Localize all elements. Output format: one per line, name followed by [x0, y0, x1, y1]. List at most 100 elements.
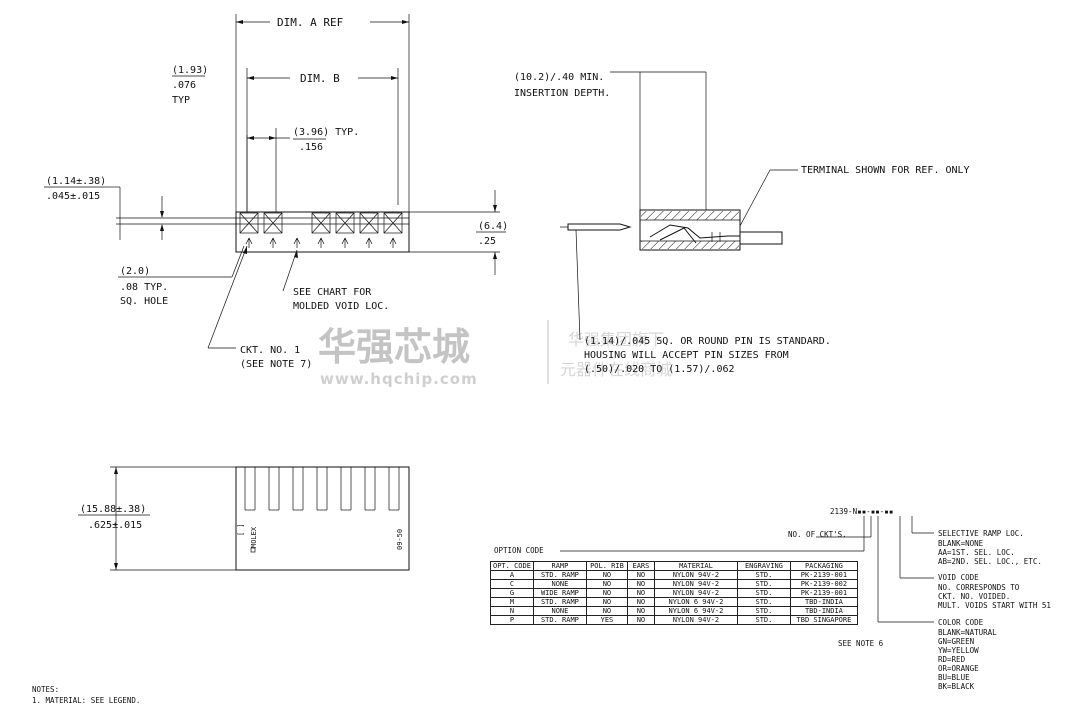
cell: NO [585, 606, 628, 616]
cell: STD. [736, 615, 791, 625]
cell: STD. RAMP [532, 570, 587, 580]
cell: N [490, 606, 534, 616]
ramp-title: SELECTIVE RAMP LOC. [938, 529, 1024, 538]
see-note-6: SEE NOTE 6 [838, 639, 884, 648]
cell: NO [585, 597, 628, 607]
color-item-6: BK=BLACK [938, 682, 975, 691]
void-item-1: CKT. NO. VOIDED. [938, 592, 1010, 601]
mark-code: 09-50 [396, 529, 404, 550]
watermark-url: www.hqchip.com [320, 370, 478, 388]
cell: PK-2139-001 [789, 570, 858, 580]
void-title: VOID CODE [938, 573, 979, 582]
section-view: (10.2)/.40 MIN. INSERTION DEPTH. TERMINA… [514, 71, 970, 375]
cell: YES [585, 615, 628, 625]
cell: NYLON 6 94V-2 [653, 597, 738, 607]
col-opt-code: OPT. CODE [490, 561, 534, 571]
contact-cells [239, 212, 403, 248]
cell: NO [626, 615, 655, 625]
cell: NYLON 6 94V-2 [653, 606, 738, 616]
option-table-header: OPT. CODE RAMP POL. RIB EARS MATERIAL EN… [490, 561, 858, 571]
cell: A [490, 570, 534, 580]
cell: STD. [736, 570, 791, 580]
side-view: [ ] MOLEX 09-50 (15.88±.38) .625±.015 [78, 466, 410, 571]
color-item-1: GN=GREEN [938, 637, 974, 646]
pin-note-1: (1.14)/.045 SQ. OR ROUND PIN IS STANDARD… [584, 336, 831, 347]
hole-in: .08 TYP. [120, 282, 168, 293]
dim-b-label: DIM. B [300, 72, 340, 85]
ckt-note-2: (SEE NOTE 7) [240, 359, 312, 370]
pin-note-2: HOUSING WILL ACCEPT PIN SIZES FROM [584, 350, 789, 361]
height-mm: (6.4) [478, 221, 508, 232]
watermark-cn-main: 华强芯城 [318, 325, 470, 369]
ramp-item-2: AB=2ND. SEL. LOC., ETC. [938, 557, 1042, 566]
pitch-in: .076 [172, 80, 196, 91]
color-item-5: BU=BLUE [938, 673, 970, 682]
cell: NO [626, 570, 655, 580]
cell: NONE [532, 606, 587, 616]
cell: M [490, 597, 534, 607]
dim-a-label: DIM. A REF [277, 16, 343, 29]
cell: STD. [736, 588, 791, 598]
cell: STD. RAMP [532, 597, 587, 607]
col-engraving: ENGRAVING [736, 561, 791, 571]
cell: NO [626, 588, 655, 598]
terminal-note: TERMINAL SHOWN FOR REF. ONLY [801, 165, 970, 176]
front-view: DIM. A REF DIM. B (1.93) .076 TYP (3.96)… [44, 14, 508, 370]
pin-note-3: (.50)/.020 TO (1.57)/.062 [584, 364, 735, 375]
cell: PK-2139-002 [789, 579, 858, 589]
cell: NYLON 94V-2 [653, 615, 738, 625]
cell: NYLON 94V-2 [653, 570, 738, 580]
ckt-note-1: CKT. NO. 1 [240, 345, 300, 356]
cell: NO [626, 606, 655, 616]
cell: STD. [736, 597, 791, 607]
hole-label: SQ. HOLE [120, 296, 168, 307]
col-packaging: PACKAGING [789, 561, 858, 571]
watermark-cn-sub-2: 元器件在线商城 [560, 360, 672, 379]
ramp-item-0: BLANK=NONE [938, 539, 984, 548]
insertion-depth-1: (10.2)/.40 MIN. [514, 72, 604, 83]
color-item-2: YW=YELLOW [938, 646, 979, 655]
cell: NYLON 94V-2 [653, 579, 738, 589]
part-code-legend: 2139-N▪▪-▪▪-▪▪ NO. OF CKT'S. OPTION CODE… [494, 507, 1051, 691]
cell: STD. [736, 606, 791, 616]
color-item-3: RD=RED [938, 655, 966, 664]
color-item-4: OR=ORANGE [938, 664, 979, 673]
col-pol-rib: POL. RIB [585, 561, 628, 571]
length-mm: (15.88±.38) [80, 504, 146, 515]
ramp-item-1: AA=1ST. SEL. LOC. [938, 548, 1015, 557]
cell: C [490, 579, 534, 589]
cell: TBD-INDIA [789, 597, 858, 607]
pitch-mm: (1.93) [172, 65, 208, 76]
notes-title: NOTES: [32, 685, 59, 694]
void-item-0: NO. CORRESPONDS TO [938, 583, 1020, 592]
part-code: 2139-N▪▪-▪▪-▪▪ [830, 507, 893, 516]
col-ears: EARS [626, 561, 655, 571]
cell: NO [585, 570, 628, 580]
note-item-1: 1. MATERIAL: SEE LEGEND. [32, 696, 140, 705]
cell: STD. RAMP [532, 615, 587, 625]
watermark: 华强芯城 www.hqchip.com 华强集团旗下 元器件在线商城 [318, 320, 672, 388]
cell: NYLON 94V-2 [653, 588, 738, 598]
option-code-label: OPTION CODE [494, 546, 544, 555]
mark-molex: MOLEX [250, 526, 258, 548]
flange-mm: (1.14±.38) [46, 176, 106, 187]
void-note-1: SEE CHART FOR [293, 287, 372, 298]
height-in: .25 [478, 236, 496, 247]
mark-c: [ ] [237, 523, 245, 536]
cell: STD. [736, 579, 791, 589]
pin-pitch-mm: (3.96) TYP. [293, 127, 359, 138]
watermark-cn-sub-1: 华强集团旗下 [568, 330, 664, 349]
cell: NO [585, 588, 628, 598]
cell: TBD SINGAPORE [789, 615, 858, 625]
pin-pitch-in: .156 [299, 142, 323, 153]
cell: WIDE RAMP [532, 588, 587, 598]
pitch-typ: TYP [172, 95, 190, 106]
color-title: COLOR CODE [938, 618, 984, 627]
cell: NO [626, 579, 655, 589]
